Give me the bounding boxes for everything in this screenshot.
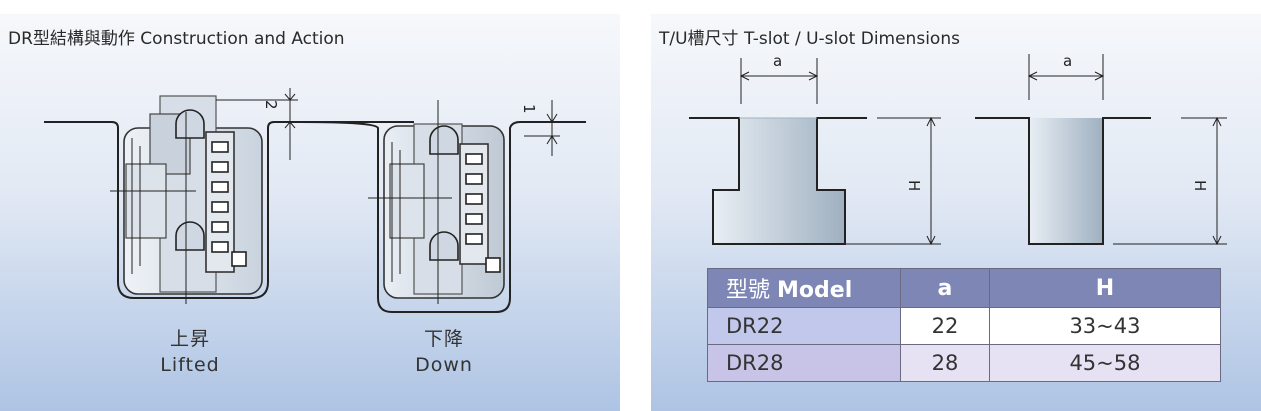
- construction-panel: DR型結構與動作 Construction and Action: [0, 14, 620, 411]
- lifted-label-en: Lifted: [160, 354, 220, 376]
- lifted-unit: [44, 88, 414, 304]
- table-row: DR22 22 33~43: [707, 307, 1222, 345]
- header-h: H: [988, 268, 1222, 308]
- table-header-row: 型號 Model a H: [707, 268, 1222, 308]
- lifted-caption: 上昇 Lifted: [130, 326, 250, 378]
- u-slot-shape: [975, 54, 1227, 246]
- lifted-dimension-label: 2: [262, 100, 280, 110]
- table-row: DR28 28 45~58: [707, 344, 1222, 382]
- lifted-label-cn: 上昇: [169, 328, 210, 350]
- header-a: a: [900, 268, 990, 308]
- u-slot-h-label: H: [1191, 180, 1209, 191]
- row-model: DR28: [707, 344, 901, 382]
- row-a: 28: [900, 344, 990, 382]
- slot-dimensions-panel: T/U槽尺寸 T-slot / U-slot Dimensions a: [651, 14, 1261, 411]
- construction-title: DR型結構與動作 Construction and Action: [8, 29, 345, 49]
- row-model: DR22: [707, 307, 901, 345]
- t-slot-shape: [689, 58, 941, 246]
- header-model-cn: 型號: [726, 278, 771, 303]
- header-model-en: Model: [777, 278, 853, 303]
- t-slot-a-label: a: [773, 52, 782, 70]
- down-label-en: Down: [415, 354, 473, 376]
- slot-dimensions-title: T/U槽尺寸 T-slot / U-slot Dimensions: [659, 29, 960, 49]
- slot-diagram: a H a H: [689, 52, 1227, 246]
- row-h: 33~43: [988, 307, 1222, 345]
- row-h: 45~58: [988, 344, 1222, 382]
- down-unit: [299, 100, 586, 313]
- construction-diagram: 2 1: [44, 88, 586, 313]
- row-a: 22: [900, 307, 990, 345]
- u-slot-a-label: a: [1063, 52, 1072, 70]
- t-slot-h-label: H: [905, 180, 923, 191]
- down-dimension-label: 1: [520, 104, 538, 114]
- model-dimensions-table: 型號 Model a H DR22 22 33~43 DR28 28 45~58: [707, 268, 1222, 382]
- down-caption: 下降 Down: [384, 326, 504, 378]
- header-model: 型號 Model: [707, 268, 901, 308]
- down-label-cn: 下降: [423, 328, 464, 350]
